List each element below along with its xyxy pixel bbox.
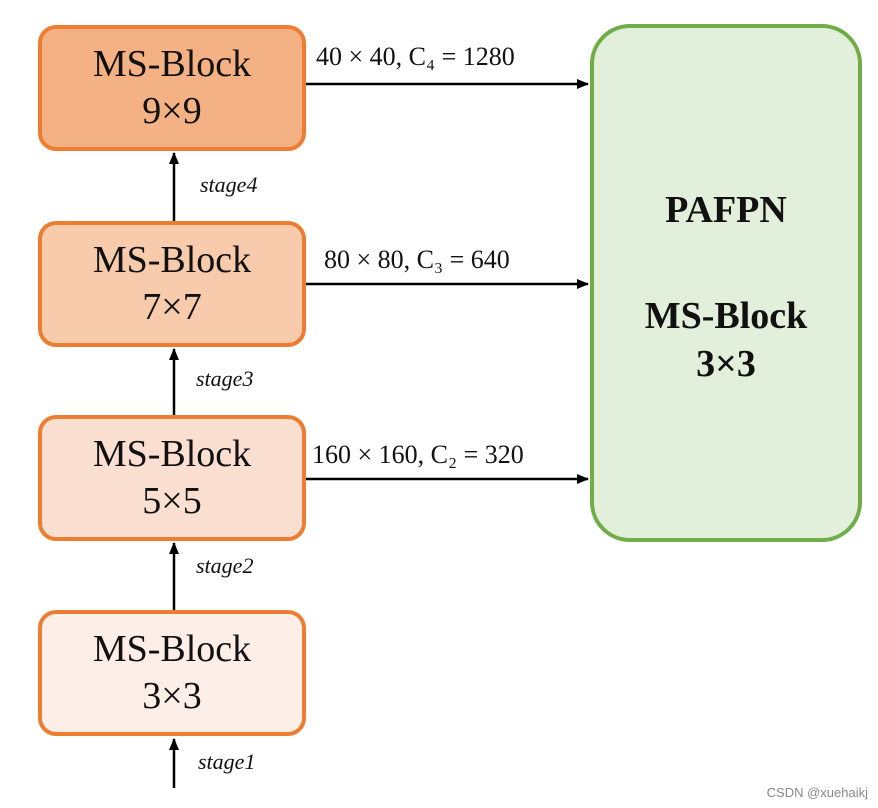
watermark: CSDN @xuehaikj: [766, 785, 868, 800]
edge-label-c2: 160 × 160, C₂ = 320: [312, 440, 524, 469]
ms-block-9x9: MS-Block 9×9: [38, 25, 306, 151]
ms-block-5x5: MS-Block 5×5: [38, 415, 306, 541]
block-kernel: 7×7: [142, 286, 202, 328]
block-title: MS-Block: [92, 42, 252, 85]
stage1-label: stage1: [198, 749, 256, 774]
pafpn-kernel: 3×3: [696, 343, 756, 385]
block-kernel: 5×5: [142, 480, 202, 522]
block-title: MS-Block: [92, 432, 252, 475]
stage2-label: stage2: [196, 553, 254, 578]
block-kernel: 3×3: [142, 675, 202, 717]
ms-block-3x3: MS-Block 3×3: [38, 610, 306, 736]
pafpn-subtitle: MS-Block: [644, 295, 808, 337]
stage3-label: stage3: [196, 366, 254, 391]
edge-label-c4: 40 × 40, C₄ = 1280: [316, 42, 515, 71]
stage4-label: stage4: [200, 172, 258, 197]
edge-label-c3: 80 × 80, C₃ = 640: [324, 245, 510, 274]
pafpn-title: PAFPN: [665, 189, 787, 231]
block-title: MS-Block: [92, 627, 252, 670]
ms-block-7x7: MS-Block 7×7: [38, 221, 306, 347]
block-title: MS-Block: [92, 238, 252, 281]
block-kernel: 9×9: [142, 90, 202, 132]
pafpn-block: PAFPN MS-Block 3×3: [590, 24, 862, 542]
